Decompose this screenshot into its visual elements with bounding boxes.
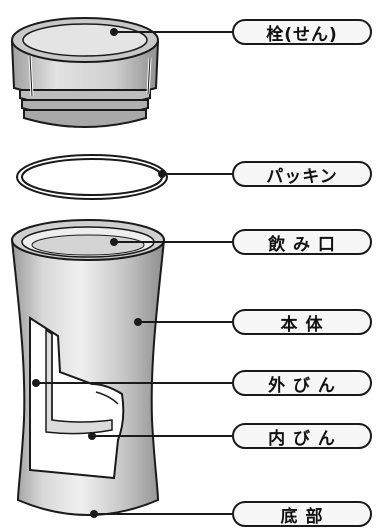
label-packing: パッキン	[232, 161, 372, 187]
label-bottom: 底 部	[232, 501, 372, 527]
stopper	[10, 17, 160, 128]
packing-ring	[16, 154, 168, 200]
leader-lines	[36, 31, 232, 515]
label-mouth: 飲 み 口	[232, 229, 372, 255]
label-stopper: 栓(せん)	[232, 19, 372, 45]
leader-dots	[32, 28, 166, 518]
label-body: 本 体	[232, 309, 372, 335]
label-inner-bottle: 内 び ん	[232, 423, 372, 449]
bottle	[10, 219, 166, 516]
label-outer-bottle: 外 び ん	[232, 370, 372, 396]
